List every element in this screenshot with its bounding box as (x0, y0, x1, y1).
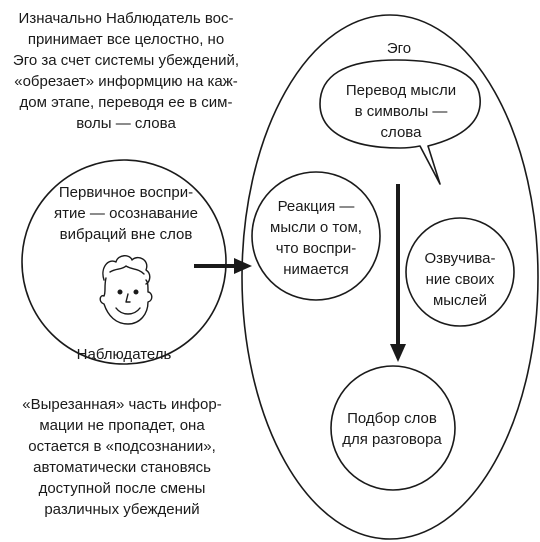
ego-label: Эго (386, 40, 412, 57)
selection-line: для разговора (342, 431, 442, 448)
reaction-line: что воспри- (275, 240, 357, 257)
reaction-text: Реакция — мысли о том, что воспри- нимае… (266, 196, 366, 280)
translation-line: в символы — (354, 103, 448, 120)
observer-face-icon (99, 255, 153, 325)
observer-label: Наблюдатель (76, 346, 172, 363)
translation-text: Перевод мысли в символы — слова (336, 80, 466, 143)
voicing-line: ние своих (425, 271, 495, 288)
bottom-note-line: остается в «подсознании», (28, 438, 216, 455)
perception-line: вибраций вне слов (59, 226, 193, 243)
ego-ellipse (241, 14, 539, 540)
voicing-text: Озвучива- ние своих мыслей (400, 248, 520, 311)
perception-line: ятие — осознавание (54, 205, 198, 222)
translation-line: Перевод мысли (345, 82, 457, 99)
bottom-note-line: различных убеждений (44, 501, 200, 518)
selection-line: Подбор слов (347, 410, 437, 427)
bottom-note: «Вырезанная» часть инфор- мации не пропа… (4, 394, 240, 520)
voicing-line: Озвучива- (424, 250, 496, 267)
voicing-line: мыслей (432, 292, 488, 309)
top-note-line: дом этапе, переводя ее в сим- (19, 94, 233, 111)
translation-line: слова (380, 124, 422, 141)
selection-circle (330, 365, 456, 491)
selection-text: Подбор слов для разговора (336, 408, 448, 450)
perception-line: Первичное воспри- (58, 184, 194, 201)
top-note-line: Изначально Наблюдатель вос- (18, 10, 234, 27)
reaction-line: Реакция — (277, 198, 355, 215)
reaction-circle (251, 171, 381, 301)
top-note-line: волы — слова (76, 115, 176, 132)
arrow-observer-to-ego (194, 258, 252, 274)
voicing-circle (405, 217, 515, 327)
top-note-line: «обрезает» информцию на каж- (14, 73, 238, 90)
reaction-line: мысли о том, (270, 219, 362, 236)
bottom-note-line: автоматически становясь (33, 459, 211, 476)
bottom-note-line: мации не пропадет, она (39, 417, 205, 434)
observer-circle (21, 159, 227, 365)
top-note-line: принимает все целостно, но (27, 31, 225, 48)
bottom-note-line: доступной после смены (38, 480, 206, 497)
arrow-down (390, 184, 406, 362)
reaction-line: нимается (283, 261, 349, 278)
perception-text: Первичное воспри- ятие — осознавание виб… (38, 182, 214, 245)
top-note-line: Эго за счет системы убеждений, (12, 52, 240, 69)
top-note: Изначально Наблюдатель вос- принимает вс… (6, 8, 246, 134)
speech-bubble (319, 59, 481, 185)
bottom-note-line: «Вырезанная» часть инфор- (22, 396, 222, 413)
